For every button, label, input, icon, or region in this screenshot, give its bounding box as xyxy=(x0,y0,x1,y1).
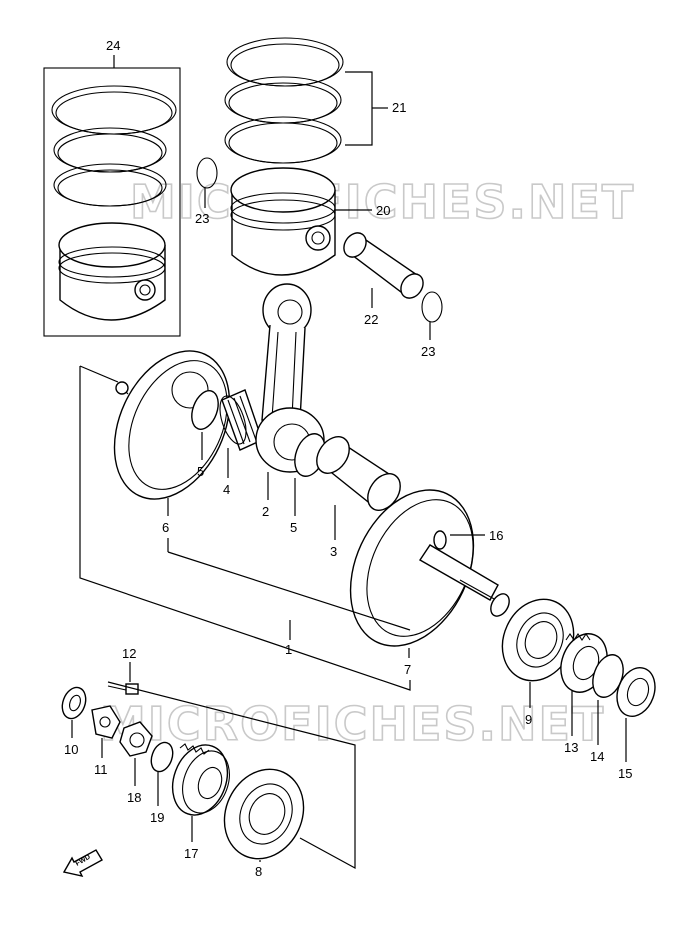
callout-5-left: 5 xyxy=(197,464,204,479)
thrust-washer-left xyxy=(191,390,219,430)
bearing-right xyxy=(501,598,575,682)
crank-wheel-right xyxy=(349,489,510,647)
circlip-lower xyxy=(421,291,443,323)
callout-2: 2 xyxy=(262,504,269,519)
piston xyxy=(230,167,336,276)
lock-plate xyxy=(91,705,121,739)
callout-23-upper: 23 xyxy=(195,211,209,226)
callout-22: 22 xyxy=(364,312,378,327)
watermark-top: MICROFICHES.NET xyxy=(130,175,635,229)
callout-23-lower: 23 xyxy=(421,344,435,359)
callout-11: 11 xyxy=(94,762,108,777)
callout-5-right: 5 xyxy=(290,520,297,535)
piston-pin xyxy=(343,232,424,299)
callout-7: 7 xyxy=(404,662,411,677)
callout-3: 3 xyxy=(330,544,337,559)
callout-9: 9 xyxy=(525,712,532,727)
fwd-arrow-icon: FWD xyxy=(62,849,103,878)
watermark-bottom: MICROFICHES.NET xyxy=(100,697,605,751)
callout-4: 4 xyxy=(223,482,230,497)
bearing-left xyxy=(223,768,305,860)
callout-17: 17 xyxy=(184,846,198,861)
nut-18 xyxy=(119,721,153,757)
callout-6: 6 xyxy=(162,520,169,535)
oil-seal xyxy=(61,686,87,720)
bolt-12 xyxy=(107,683,139,695)
crank-wheel-left xyxy=(113,350,231,500)
piston-rings xyxy=(224,37,344,164)
washer-19 xyxy=(150,741,174,773)
circlip-upper xyxy=(196,157,218,189)
nut-15 xyxy=(616,667,656,717)
callout-18: 18 xyxy=(127,790,141,805)
callout-10: 10 xyxy=(64,742,78,757)
callout-24: 24 xyxy=(106,38,120,53)
callout-19: 19 xyxy=(150,810,164,825)
crank-pin xyxy=(316,436,401,511)
callout-14: 14 xyxy=(590,749,604,764)
callout-21: 21 xyxy=(392,100,406,115)
callout-8: 8 xyxy=(255,864,262,879)
primary-gear xyxy=(171,743,230,816)
callout-15: 15 xyxy=(618,766,632,781)
callout-13: 13 xyxy=(564,740,578,755)
callout-20: 20 xyxy=(376,203,390,218)
piston-set-box xyxy=(43,67,181,337)
callout-1: 1 xyxy=(285,642,292,657)
callout-16: 16 xyxy=(489,528,503,543)
callout-12: 12 xyxy=(122,646,136,661)
